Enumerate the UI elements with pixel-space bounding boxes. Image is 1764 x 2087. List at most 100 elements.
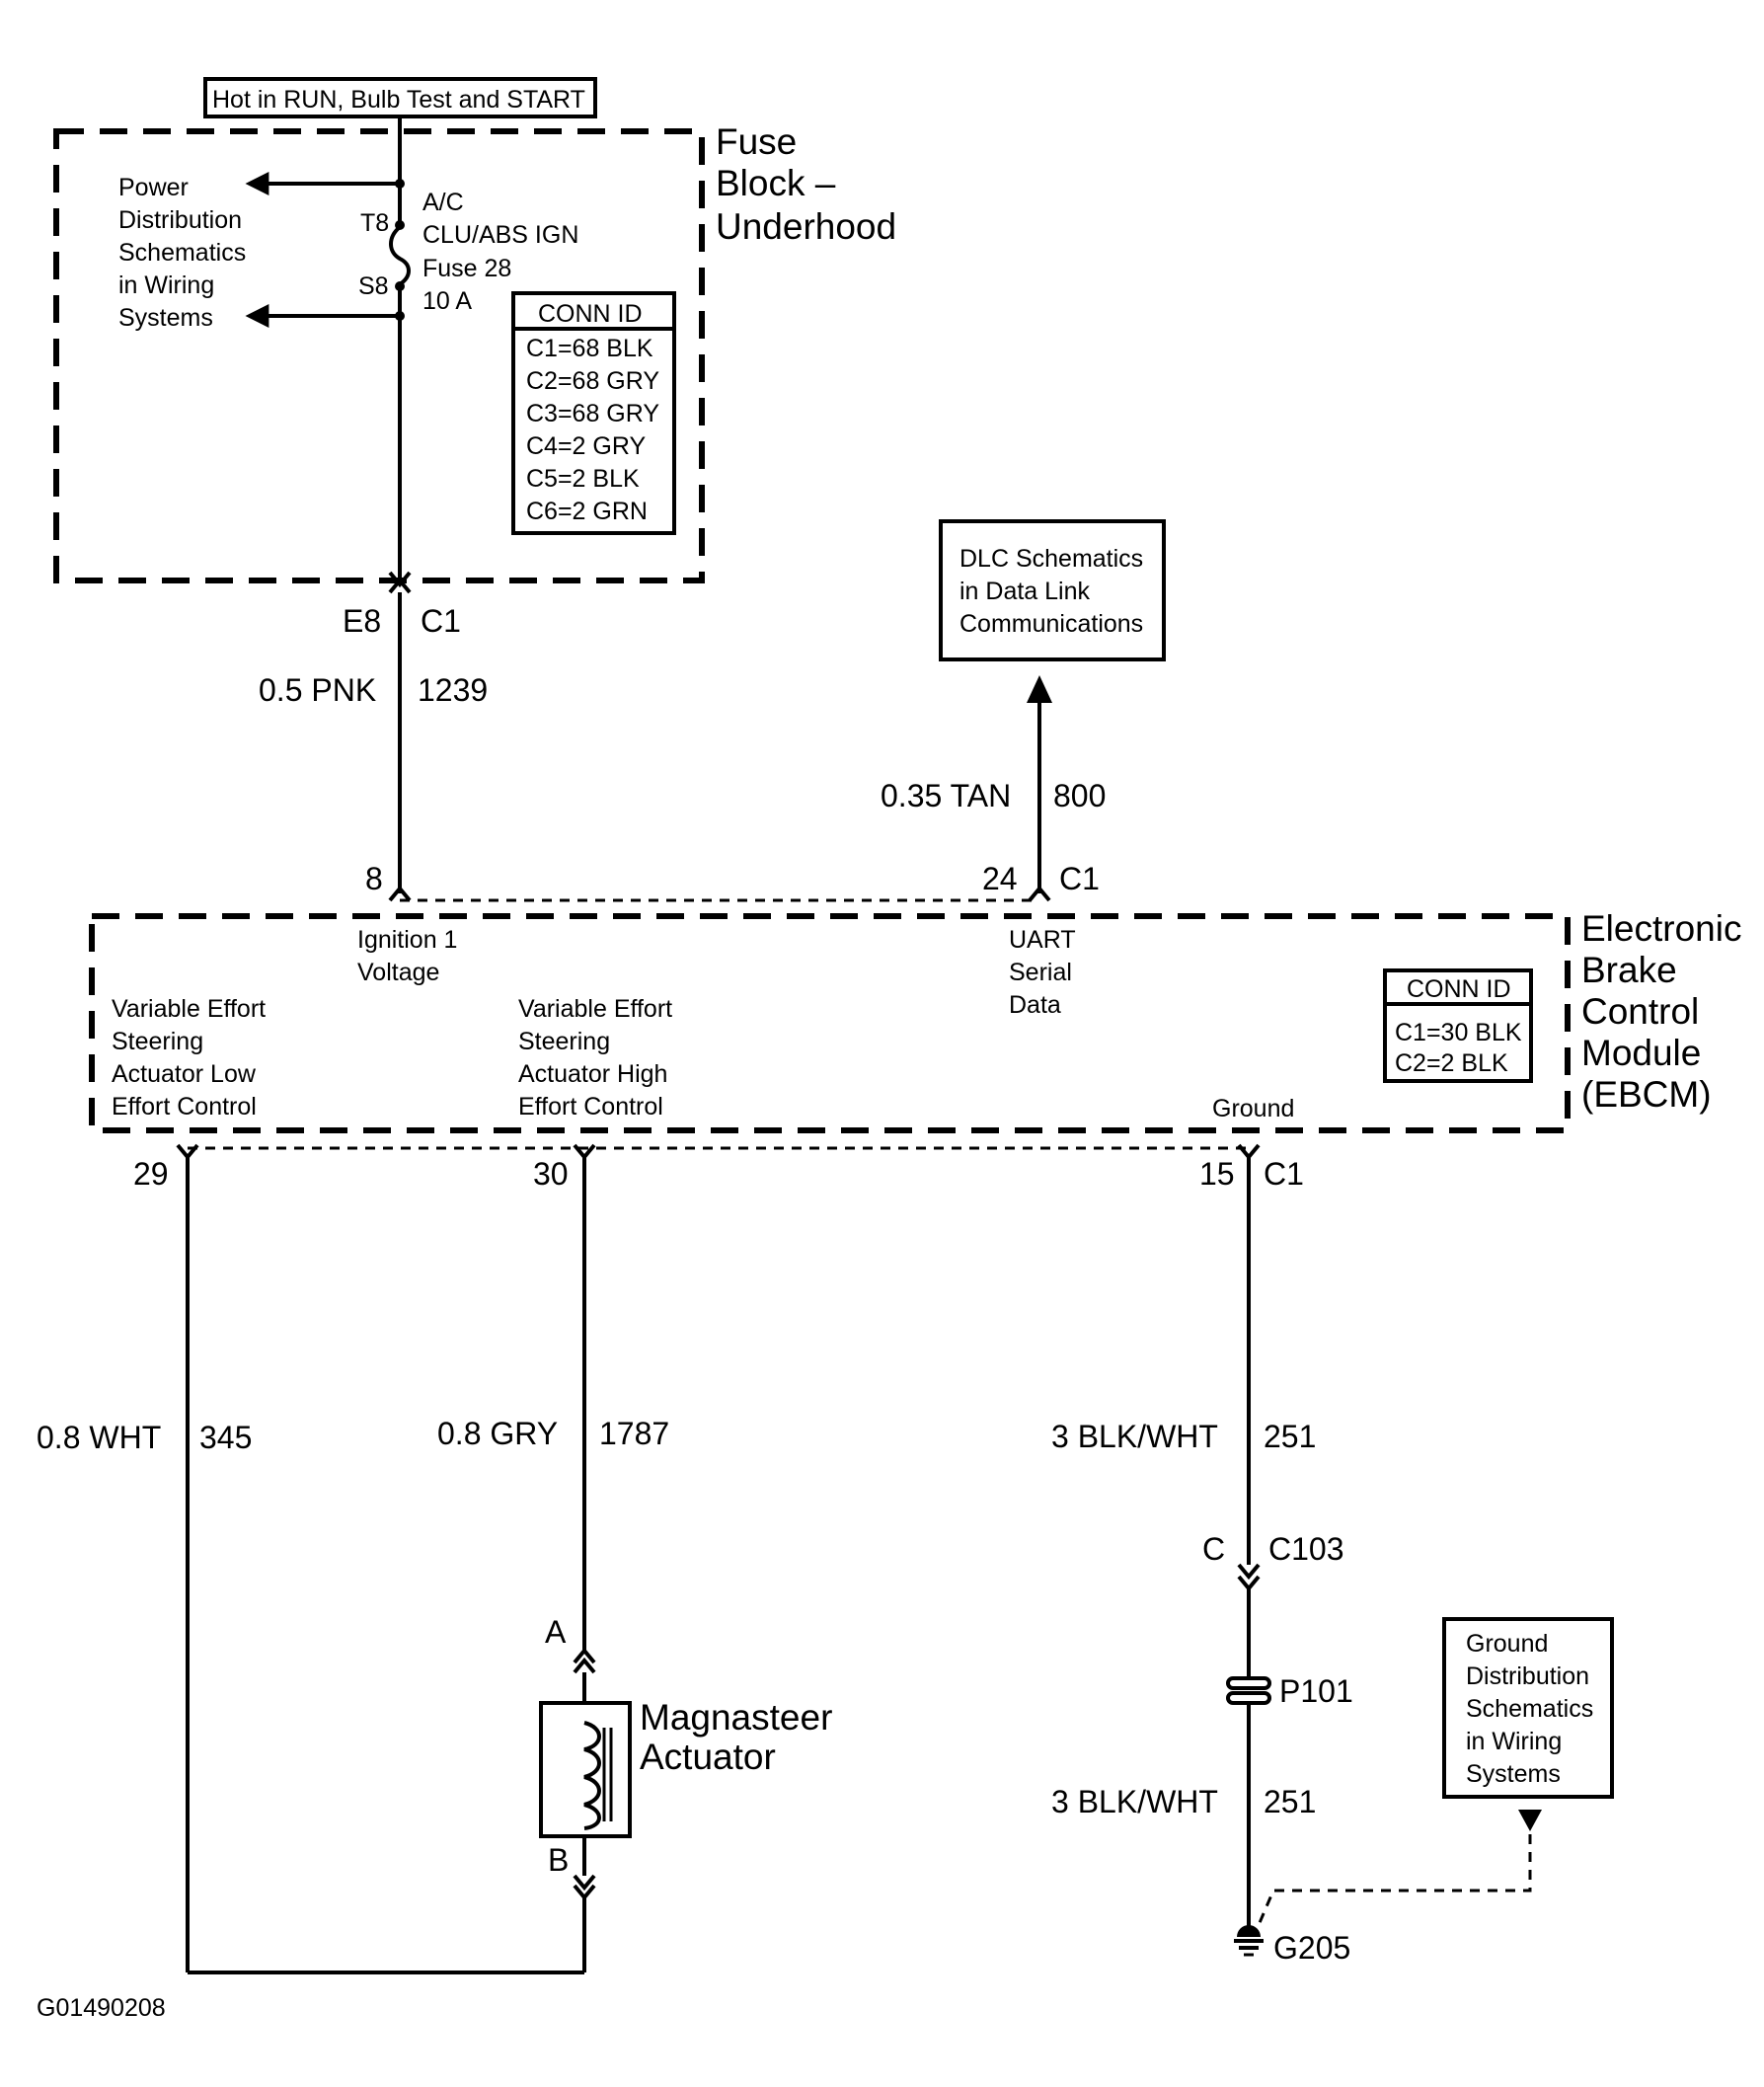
- figure-id: G01490208: [37, 1994, 166, 2022]
- svg-text:Distribution: Distribution: [118, 206, 242, 234]
- ground-reference-arrow: [1518, 1810, 1542, 1831]
- power-distribution-reference: Power Distribution Schematics in Wiring …: [118, 174, 246, 332]
- svg-text:C: C: [1202, 1531, 1225, 1567]
- svg-text:Schematics: Schematics: [1466, 1695, 1593, 1723]
- svg-text:C2=68 GRY: C2=68 GRY: [526, 367, 659, 395]
- svg-text:CONN ID: CONN ID: [1407, 975, 1511, 1003]
- svg-text:A: A: [545, 1614, 567, 1650]
- wire-1239-circuit: 1239: [418, 672, 488, 708]
- svg-text:Voltage: Voltage: [357, 959, 439, 986]
- wire-251-lower-circuit: 251: [1264, 1784, 1316, 1819]
- svg-text:C1: C1: [1264, 1156, 1304, 1192]
- fuse-pin-s8: S8: [358, 272, 389, 300]
- svg-text:Actuator: Actuator: [640, 1737, 776, 1777]
- svg-text:in Wiring: in Wiring: [118, 271, 214, 299]
- svg-text:CONN ID: CONN ID: [538, 300, 643, 328]
- svg-text:29: 29: [133, 1156, 169, 1192]
- svg-text:Fuse 28: Fuse 28: [422, 255, 511, 282]
- svg-text:P101: P101: [1279, 1673, 1353, 1709]
- ground-distribution-reference: Ground Distribution Schematics in Wiring…: [1442, 1617, 1614, 1799]
- svg-text:Underhood: Underhood: [716, 206, 896, 247]
- ebcm-uart-label: UART Serial Data: [1009, 926, 1076, 1019]
- svg-text:10 A: 10 A: [422, 287, 472, 315]
- ebcm-pin-24: 24 C1: [982, 861, 1100, 902]
- svg-text:Serial: Serial: [1009, 959, 1072, 986]
- connector-e8-c1: E8 C1: [343, 571, 461, 639]
- fuse-block-conn-id: CONN ID C1=68 BLK C2=68 GRY C3=68 GRY C4…: [511, 291, 676, 535]
- ground-g205-symbol: G205: [1234, 1925, 1350, 1966]
- svg-text:Fuse: Fuse: [716, 121, 797, 162]
- wire-251-upper-circuit: 251: [1264, 1419, 1316, 1454]
- wire-800-circuit: 800: [1053, 778, 1106, 813]
- svg-text:DLC Schematics: DLC Schematics: [959, 545, 1143, 573]
- splice-dot-top: [395, 179, 405, 189]
- svg-text:Brake: Brake: [1581, 950, 1677, 990]
- wire-251-upper-gauge: 3 BLK/WHT: [1051, 1419, 1218, 1454]
- svg-text:30: 30: [533, 1156, 569, 1192]
- svg-text:Ignition 1: Ignition 1: [357, 926, 457, 954]
- hot-in-run-label: Hot in RUN, Bulb Test and START: [203, 77, 597, 118]
- ebcm-ground-label: Ground: [1212, 1095, 1294, 1122]
- fuse-28-symbol: [389, 220, 411, 291]
- svg-text:Effort Control: Effort Control: [112, 1093, 257, 1121]
- svg-text:Distribution: Distribution: [1466, 1662, 1589, 1690]
- svg-text:Communications: Communications: [959, 610, 1143, 638]
- svg-text:Module: Module: [1581, 1033, 1701, 1073]
- connector-c103: C C103: [1202, 1531, 1344, 1592]
- wire-345-gauge: 0.8 WHT: [37, 1420, 161, 1455]
- dlc-schematics-reference: DLC Schematics in Data Link Communicatio…: [939, 519, 1166, 661]
- svg-text:Actuator High: Actuator High: [518, 1060, 667, 1088]
- ebcm-pin-15: 15 C1: [1199, 1143, 1304, 1192]
- ebcm-low-effort-label: Variable Effort Steering Actuator Low Ef…: [112, 995, 266, 1121]
- ebcm-title: Electronic Brake Control Module (EBCM): [1581, 908, 1741, 1115]
- svg-text:Systems: Systems: [1466, 1760, 1561, 1788]
- svg-text:B: B: [548, 1842, 569, 1878]
- svg-text:in Data Link: in Data Link: [959, 578, 1091, 605]
- svg-text:15: 15: [1199, 1156, 1235, 1192]
- wire-1239-gauge: 0.5 PNK: [259, 672, 376, 708]
- svg-text:Variable Effort: Variable Effort: [518, 995, 672, 1023]
- wire-251-lower-gauge: 3 BLK/WHT: [1051, 1784, 1218, 1819]
- svg-text:G205: G205: [1273, 1930, 1350, 1966]
- svg-text:Hot in RUN, Bulb Test and STAR: Hot in RUN, Bulb Test and START: [212, 86, 585, 114]
- svg-text:C1=68 BLK: C1=68 BLK: [526, 335, 653, 362]
- splice-p101: P101: [1226, 1673, 1353, 1709]
- svg-text:Ground: Ground: [1466, 1630, 1548, 1658]
- svg-text:C4=2 GRY: C4=2 GRY: [526, 432, 646, 460]
- ebcm-pin-8: 8: [365, 861, 412, 902]
- svg-text:(EBCM): (EBCM): [1581, 1074, 1712, 1115]
- svg-text:Control: Control: [1581, 991, 1699, 1032]
- svg-text:Block –: Block –: [716, 163, 836, 203]
- ebcm-outline: [89, 913, 1571, 1133]
- fuse-block-title: Fuse Block – Underhood: [716, 121, 896, 247]
- ebcm-conn-id: CONN ID C1=30 BLK C2=2 BLK: [1383, 968, 1533, 1083]
- svg-text:C1=30 BLK: C1=30 BLK: [1395, 1019, 1522, 1046]
- fuse-label: A/C CLU/ABS IGN Fuse 28 10 A: [422, 189, 578, 315]
- svg-text:Systems: Systems: [118, 304, 213, 332]
- svg-text:Schematics: Schematics: [118, 239, 246, 267]
- wire-800-gauge: 0.35 TAN: [881, 778, 1011, 813]
- svg-text:C3=68 GRY: C3=68 GRY: [526, 400, 659, 427]
- actuator-pin-b: B: [548, 1842, 596, 1901]
- ebcm-ignition-label: Ignition 1 Voltage: [357, 926, 457, 986]
- ebcm-pin-30: 30: [533, 1143, 596, 1192]
- svg-text:24: 24: [982, 861, 1018, 896]
- svg-text:Steering: Steering: [112, 1028, 203, 1055]
- wire-800-arrow: [1027, 675, 1052, 703]
- svg-text:Variable Effort: Variable Effort: [112, 995, 266, 1023]
- svg-text:C1: C1: [421, 603, 461, 639]
- svg-text:Power: Power: [118, 174, 189, 201]
- fuse-pin-t8: T8: [360, 209, 389, 237]
- svg-text:Magnasteer: Magnasteer: [640, 1697, 832, 1738]
- magnasteer-actuator-label: Magnasteer Actuator: [640, 1697, 832, 1777]
- svg-text:C103: C103: [1268, 1531, 1344, 1567]
- wire-1787-circuit: 1787: [599, 1416, 669, 1451]
- svg-text:C6=2 GRN: C6=2 GRN: [526, 498, 648, 525]
- ground-reference-dashed-link: [1257, 1834, 1532, 1926]
- svg-text:in Wiring: in Wiring: [1466, 1728, 1562, 1755]
- wire-1787-gauge: 0.8 GRY: [437, 1416, 558, 1451]
- fuse-block-outline: [53, 128, 705, 583]
- actuator-pin-a: A: [545, 1614, 596, 1674]
- svg-text:C1: C1: [1059, 861, 1100, 896]
